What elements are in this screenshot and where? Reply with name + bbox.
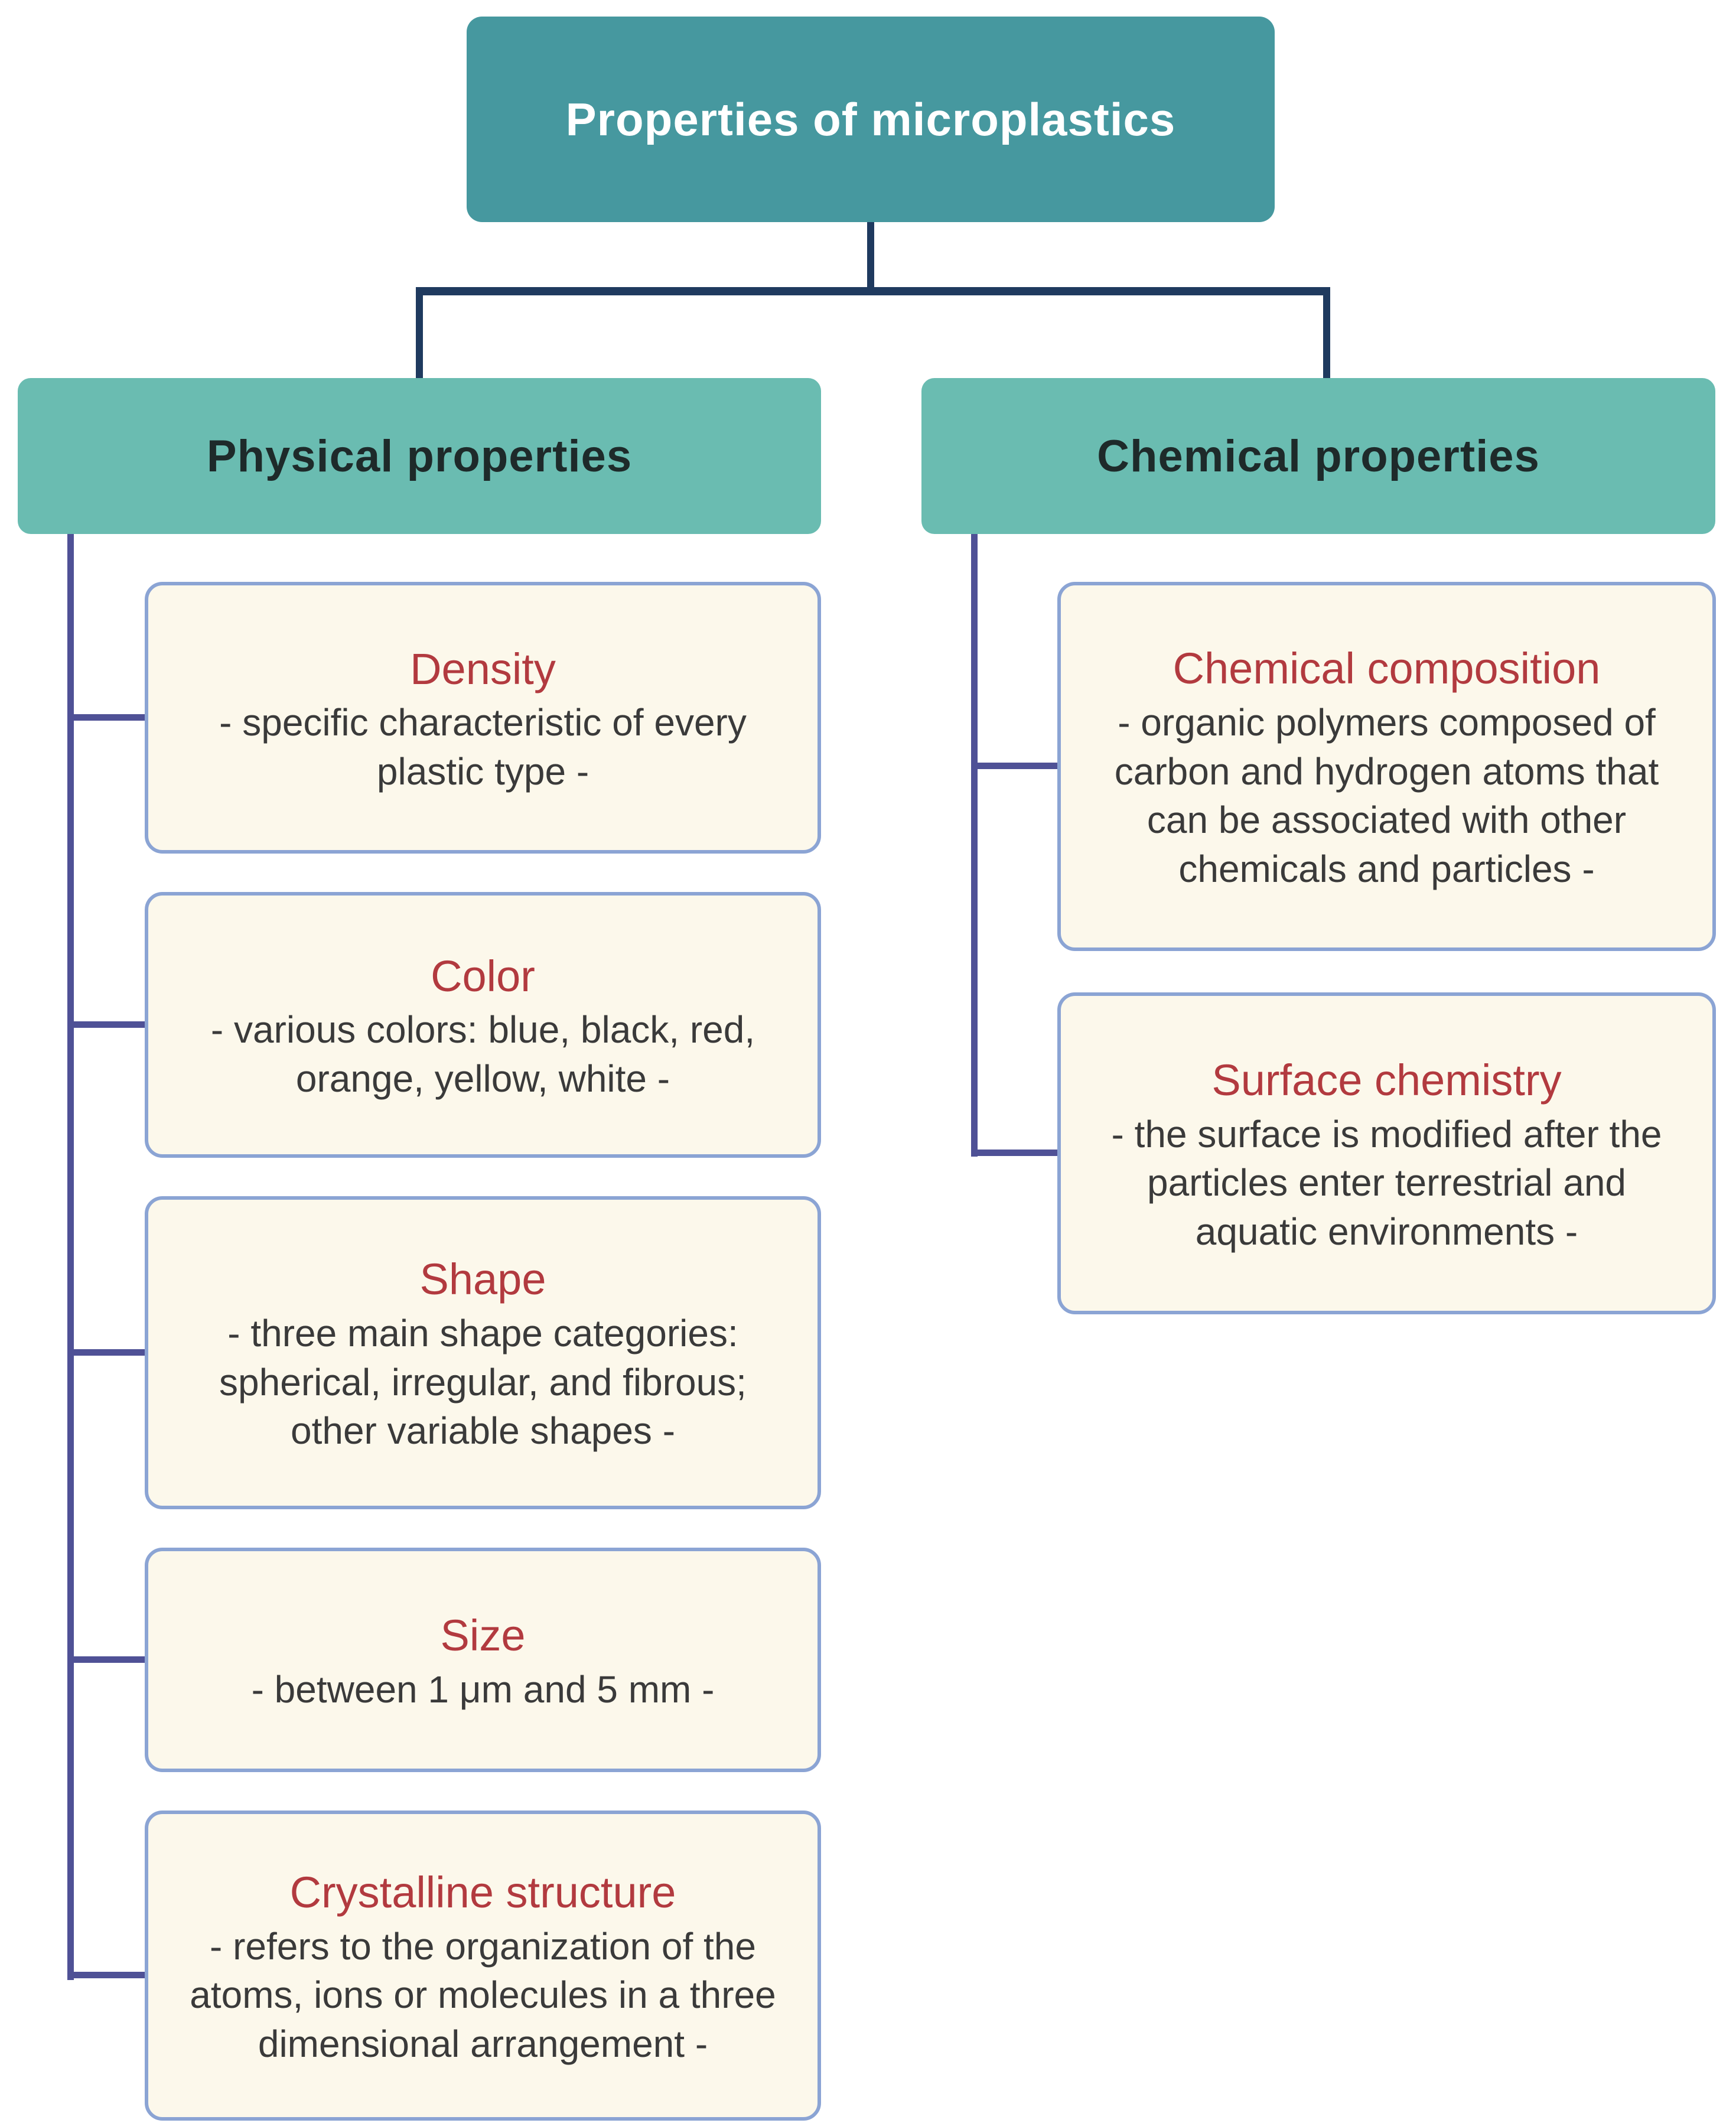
leaf-body: - specific characteristic of every plast… bbox=[219, 701, 747, 793]
branch-node-title: Chemical properties bbox=[1097, 431, 1540, 481]
leaf-title: Size bbox=[440, 1610, 526, 1660]
leaf-node-shape: Shape - three main shape categories: sph… bbox=[145, 1196, 821, 1509]
leaf-body: - refers to the organization of the atom… bbox=[190, 1925, 776, 2065]
branch-node-title: Physical properties bbox=[206, 431, 633, 481]
leaf-node-density: Density - specific characteristic of eve… bbox=[145, 582, 821, 854]
leaf-body: - various colors: blue, black, red, oran… bbox=[210, 1008, 755, 1100]
connector-trunk-physical bbox=[67, 532, 74, 1980]
connector-stub-shape bbox=[67, 1349, 145, 1356]
connector-stub-color bbox=[67, 1021, 145, 1028]
leaf-node-color: Color - various colors: blue, black, red… bbox=[145, 892, 821, 1158]
connector-stub-crystalline bbox=[67, 1972, 145, 1978]
connector-stub-chemical-composition bbox=[971, 763, 1057, 769]
leaf-node-crystalline-structure: Crystalline structure - refers to the or… bbox=[145, 1811, 821, 2121]
leaf-body: - the surface is modified after the part… bbox=[1111, 1112, 1662, 1253]
connector-stub-density bbox=[67, 714, 145, 721]
connector-drop-physical bbox=[416, 287, 423, 380]
connector-root-vertical bbox=[867, 221, 874, 291]
leaf-body: - between 1 μm and 5 mm - bbox=[251, 1668, 715, 1711]
branch-node-chemical-properties: Chemical properties bbox=[921, 378, 1715, 534]
connector-drop-chemical bbox=[1323, 287, 1330, 380]
leaf-title: Crystalline structure bbox=[289, 1867, 676, 1917]
root-node-properties-of-microplastics: Properties of microplastics bbox=[467, 17, 1275, 222]
connector-stub-size bbox=[67, 1656, 145, 1663]
leaf-title: Surface chemistry bbox=[1211, 1055, 1562, 1105]
leaf-node-surface-chemistry: Surface chemistry - the surface is modif… bbox=[1057, 992, 1716, 1314]
connector-trunk-chemical bbox=[971, 532, 978, 1157]
leaf-title: Color bbox=[431, 951, 535, 1001]
connector-horizontal-main bbox=[416, 287, 1330, 295]
leaf-body: - three main shape categories: spherical… bbox=[219, 1312, 747, 1453]
leaf-node-chemical-composition: Chemical composition - organic polymers … bbox=[1057, 582, 1716, 951]
leaf-title: Shape bbox=[419, 1255, 546, 1304]
connector-stub-surface-chemistry bbox=[971, 1150, 1057, 1156]
leaf-title: Chemical composition bbox=[1172, 644, 1601, 693]
leaf-body: - organic polymers composed of carbon an… bbox=[1114, 701, 1659, 890]
leaf-title: Density bbox=[410, 644, 556, 693]
branch-node-physical-properties: Physical properties bbox=[18, 378, 821, 534]
leaf-node-size: Size - between 1 μm and 5 mm - bbox=[145, 1548, 821, 1772]
root-node-title: Properties of microplastics bbox=[565, 93, 1176, 145]
